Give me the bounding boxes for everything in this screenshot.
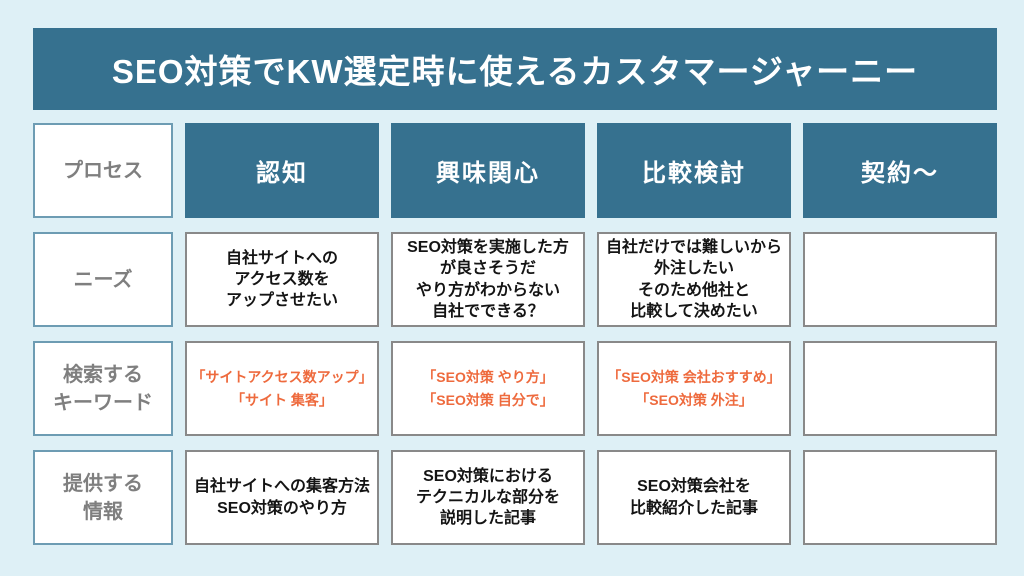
row-header-keywords: 検索する キーワード (33, 341, 173, 436)
cell-keywords-comparison: 「SEO対策 会社おすすめ」 「SEO対策 外注」 (597, 341, 791, 436)
cell-info-interest: SEO対策における テクニカルな部分を 説明した記事 (391, 450, 585, 545)
cell-needs-comparison: 自社だけでは難しいから 外注したい そのため他社と 比較して決めたい (597, 232, 791, 327)
cell-needs-awareness: 自社サイトへの アクセス数を アップさせたい (185, 232, 379, 327)
customer-journey-table: プロセス 認知 興味関心 比較検討 契約〜 ニーズ 自社サイトへの アクセス数を… (33, 123, 997, 545)
stage-header-contract: 契約〜 (803, 123, 997, 218)
cell-info-comparison: SEO対策会社を 比較紹介した記事 (597, 450, 791, 545)
cell-keywords-contract (803, 341, 997, 436)
cell-info-contract (803, 450, 997, 545)
stage-header-awareness: 認知 (185, 123, 379, 218)
cell-info-awareness: 自社サイトへの集客方法 SEO対策のやり方 (185, 450, 379, 545)
stage-header-comparison: 比較検討 (597, 123, 791, 218)
cell-keywords-interest: 「SEO対策 やり方」 「SEO対策 自分で」 (391, 341, 585, 436)
cell-needs-interest: SEO対策を実施した方 が良さそうだ やり方がわからない 自社でできる？ (391, 232, 585, 327)
cell-needs-contract (803, 232, 997, 327)
row-header-info: 提供する 情報 (33, 450, 173, 545)
title-banner: SEO対策でKW選定時に使えるカスタマージャーニー (33, 28, 997, 110)
stage-header-interest: 興味関心 (391, 123, 585, 218)
row-header-needs: ニーズ (33, 232, 173, 327)
process-header: プロセス (33, 123, 173, 218)
page-title: SEO対策でKW選定時に使えるカスタマージャーニー (111, 53, 919, 90)
cell-keywords-awareness: 「サイトアクセス数アップ」 「サイト 集客」 (185, 341, 379, 436)
